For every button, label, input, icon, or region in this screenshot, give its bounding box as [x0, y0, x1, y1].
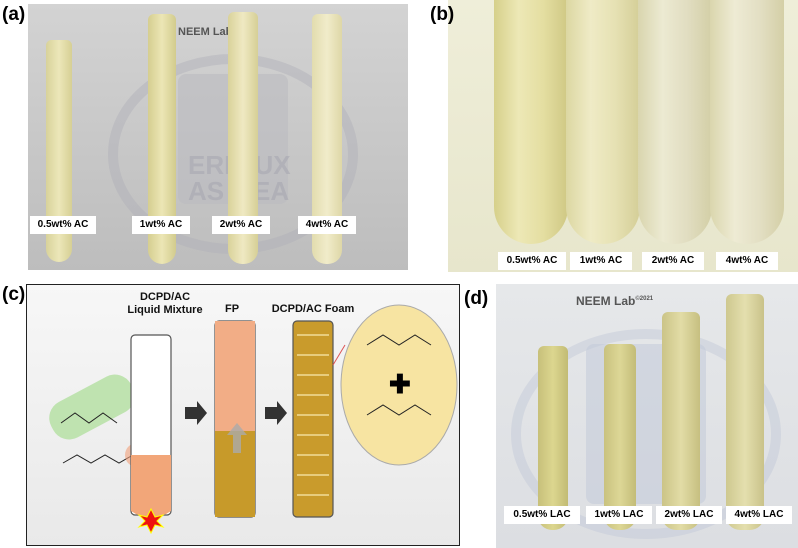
structure-callout: ✚ [332, 304, 458, 466]
arrow-icon-1 [185, 401, 207, 425]
tube-d-4 [726, 294, 764, 530]
panel-d: (d) NEEM Lab©2021 0.5wt% LAC 1wt% LAC 2w… [462, 282, 798, 548]
label-d-2: 1wt% LAC [586, 506, 652, 524]
stage1-title: DCPD/AC Liquid Mixture [127, 291, 203, 316]
label-b-1: 0.5wt% AC [498, 252, 566, 270]
arrow-icon-2 [265, 401, 287, 425]
panel-c-frame: DCPD/AC Liquid Mixture FP DCPD/AC Foam [26, 284, 460, 546]
label-d-1: 0.5wt% LAC [504, 506, 580, 524]
panel-b-photo: 0.5wt% AC 1wt% AC 2wt% AC 4wt% AC [448, 0, 798, 272]
svg-text:✚: ✚ [389, 369, 411, 399]
label-a-4: 4wt% AC [298, 216, 356, 234]
tube-d-2 [604, 344, 636, 530]
panel-c-letter: (c) [2, 284, 26, 305]
label-a-1: 0.5wt% AC [30, 216, 96, 234]
panel-d-photo: NEEM Lab©2021 0.5wt% LAC 1wt% LAC 2wt% L… [496, 284, 798, 548]
label-b-2: 1wt% AC [570, 252, 632, 270]
panel-a-letter: (a) [2, 4, 26, 25]
stage3-title: DCPD/AC Foam [271, 303, 355, 315]
label-b-4: 4wt% AC [716, 252, 778, 270]
panel-d-letter: (d) [464, 288, 489, 309]
tube-b-3 [638, 0, 712, 244]
panel-c: (c) DCPD/AC Liquid Mixture FP DCPD/AC Fo… [0, 282, 462, 548]
tube-b-2 [566, 0, 640, 244]
label-d-3: 2wt% LAC [656, 506, 722, 524]
panel-a: (a) ERI LUX AS MEA NEEM Lab© 0.5wt% AC 1… [0, 0, 410, 272]
foam-tube [292, 320, 334, 518]
panel-d-brand-sup: ©2021 [635, 296, 654, 302]
stage2-title: FP [224, 303, 240, 315]
panel-d-brand-text: NEEM Lab [576, 294, 636, 308]
frontal-polymerization-tube [214, 320, 256, 518]
panel-d-brand: NEEM Lab©2021 [576, 294, 653, 308]
label-a-3: 2wt% AC [212, 216, 270, 234]
liquid-mixture-tube [130, 334, 172, 535]
label-d-4: 4wt% LAC [726, 506, 792, 524]
process-diagram: ✚ [49, 304, 458, 535]
tube-d-1 [538, 346, 568, 530]
tube-d-3 [662, 312, 700, 530]
panel-a-photo: ERI LUX AS MEA NEEM Lab© 0.5wt% AC 1wt% … [28, 4, 408, 270]
tube-b-4 [710, 0, 784, 244]
panel-b-letter: (b) [430, 4, 455, 25]
tube-b-1 [494, 0, 568, 244]
label-b-3: 2wt% AC [642, 252, 704, 270]
panel-a-brand-text: NEEM Lab [178, 26, 233, 38]
panel-b: (b) 0.5wt% AC 1wt% AC 2wt% AC 4wt% AC [410, 0, 798, 272]
label-a-2: 1wt% AC [132, 216, 190, 234]
